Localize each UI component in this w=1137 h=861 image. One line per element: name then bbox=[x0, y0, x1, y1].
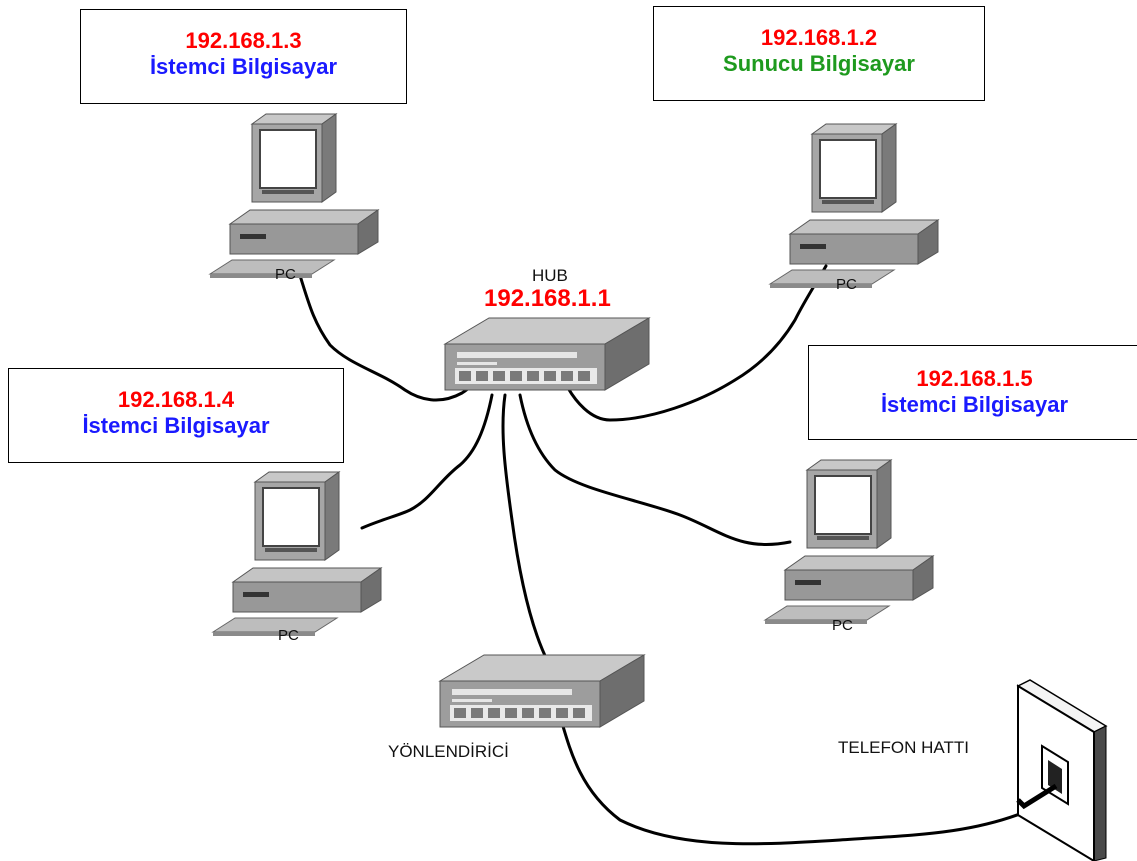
pc-mid-right-role: İstemci Bilgisayar bbox=[880, 392, 1069, 417]
phone-socket-icon bbox=[1016, 679, 1108, 861]
pc-top-right-label: PC bbox=[836, 276, 857, 293]
pc-top-left-info-box: 192.168.1.3 İstemci Bilgisayar bbox=[80, 9, 407, 104]
pc-top-left-role: İstemci Bilgisayar bbox=[149, 54, 338, 79]
pc-top-left-computer-icon bbox=[209, 113, 379, 279]
phone-line-label: TELEFON HATTI bbox=[838, 738, 969, 757]
pc-mid-left-ip: 192.168.1.4 bbox=[117, 387, 235, 412]
pc-top-right-ip: 192.168.1.2 bbox=[760, 25, 878, 50]
router-device-icon bbox=[439, 654, 645, 728]
pc-mid-right-info-box: 192.168.1.5 İstemci Bilgisayar bbox=[808, 345, 1137, 440]
pc-mid-left-role: İstemci Bilgisayar bbox=[82, 413, 270, 438]
cable-pc-top-right-hub bbox=[566, 264, 828, 422]
pc-top-left-ip: 192.168.1.3 bbox=[185, 28, 302, 53]
pc-top-right-computer-icon bbox=[769, 123, 939, 289]
pc-mid-left-info-box: 192.168.1.4 İstemci Bilgisayar bbox=[8, 368, 344, 463]
cable-router-phone bbox=[558, 714, 1060, 846]
pc-mid-left-computer-icon bbox=[212, 471, 382, 637]
hub-label: HUB bbox=[532, 266, 568, 285]
router-label: YÖNLENDİRİCİ bbox=[388, 742, 509, 761]
pc-top-right-role: Sunucu Bilgisayar bbox=[723, 51, 915, 76]
pc-mid-right-label: PC bbox=[832, 617, 853, 634]
cable-hub-router bbox=[501, 393, 550, 664]
pc-mid-left-label: PC bbox=[278, 627, 299, 644]
cable-pc-mid-right-hub bbox=[518, 393, 792, 547]
hub-device-icon bbox=[444, 317, 650, 391]
pc-top-left-label: PC bbox=[275, 266, 296, 283]
pc-mid-right-ip: 192.168.1.5 bbox=[916, 366, 1033, 391]
cable-pc-mid-left-hub bbox=[360, 393, 494, 530]
pc-top-right-info-box: 192.168.1.2 Sunucu Bilgisayar bbox=[653, 6, 985, 101]
hub-ip: 192.168.1.1 bbox=[484, 285, 611, 312]
